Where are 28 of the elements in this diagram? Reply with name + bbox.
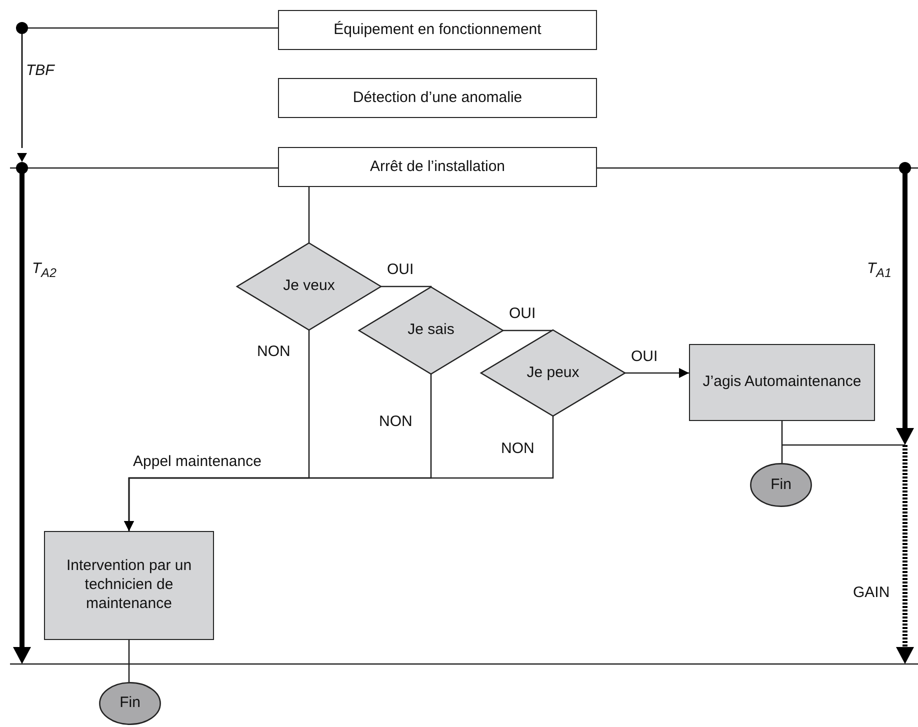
node-label: Détection d’une anomalie <box>352 88 524 108</box>
end-oval <box>99 682 161 725</box>
arrow <box>124 416 554 531</box>
connector-line <box>781 421 783 463</box>
process-box <box>278 10 597 50</box>
decision-diamond <box>481 330 625 416</box>
process-box <box>278 147 597 187</box>
process-box <box>44 531 214 640</box>
flow-label: Appel maintenance <box>132 453 262 471</box>
process-box <box>689 344 875 421</box>
node-label: Je veux <box>282 277 336 296</box>
connector-line <box>503 329 554 332</box>
decision-diamond <box>359 287 503 374</box>
node-label: Équipement en fonctionnement <box>332 20 542 40</box>
node-label: Fin <box>118 694 142 713</box>
decision-diamond <box>237 243 381 330</box>
node-label: Fin <box>770 476 792 494</box>
connector-line <box>128 640 130 682</box>
node-label: J’agis Automaintenance <box>702 373 862 392</box>
connector-line <box>308 187 310 243</box>
node-label: Je sais <box>406 321 456 340</box>
connector-line <box>381 286 432 288</box>
process-box <box>278 78 597 118</box>
node-label: Arrêt de l’installation <box>368 158 506 176</box>
arrow <box>625 368 689 378</box>
node-label: Intervention par un technicien de maintenance <box>65 557 193 614</box>
end-oval <box>750 463 812 507</box>
node-label: Je peux <box>526 364 580 382</box>
